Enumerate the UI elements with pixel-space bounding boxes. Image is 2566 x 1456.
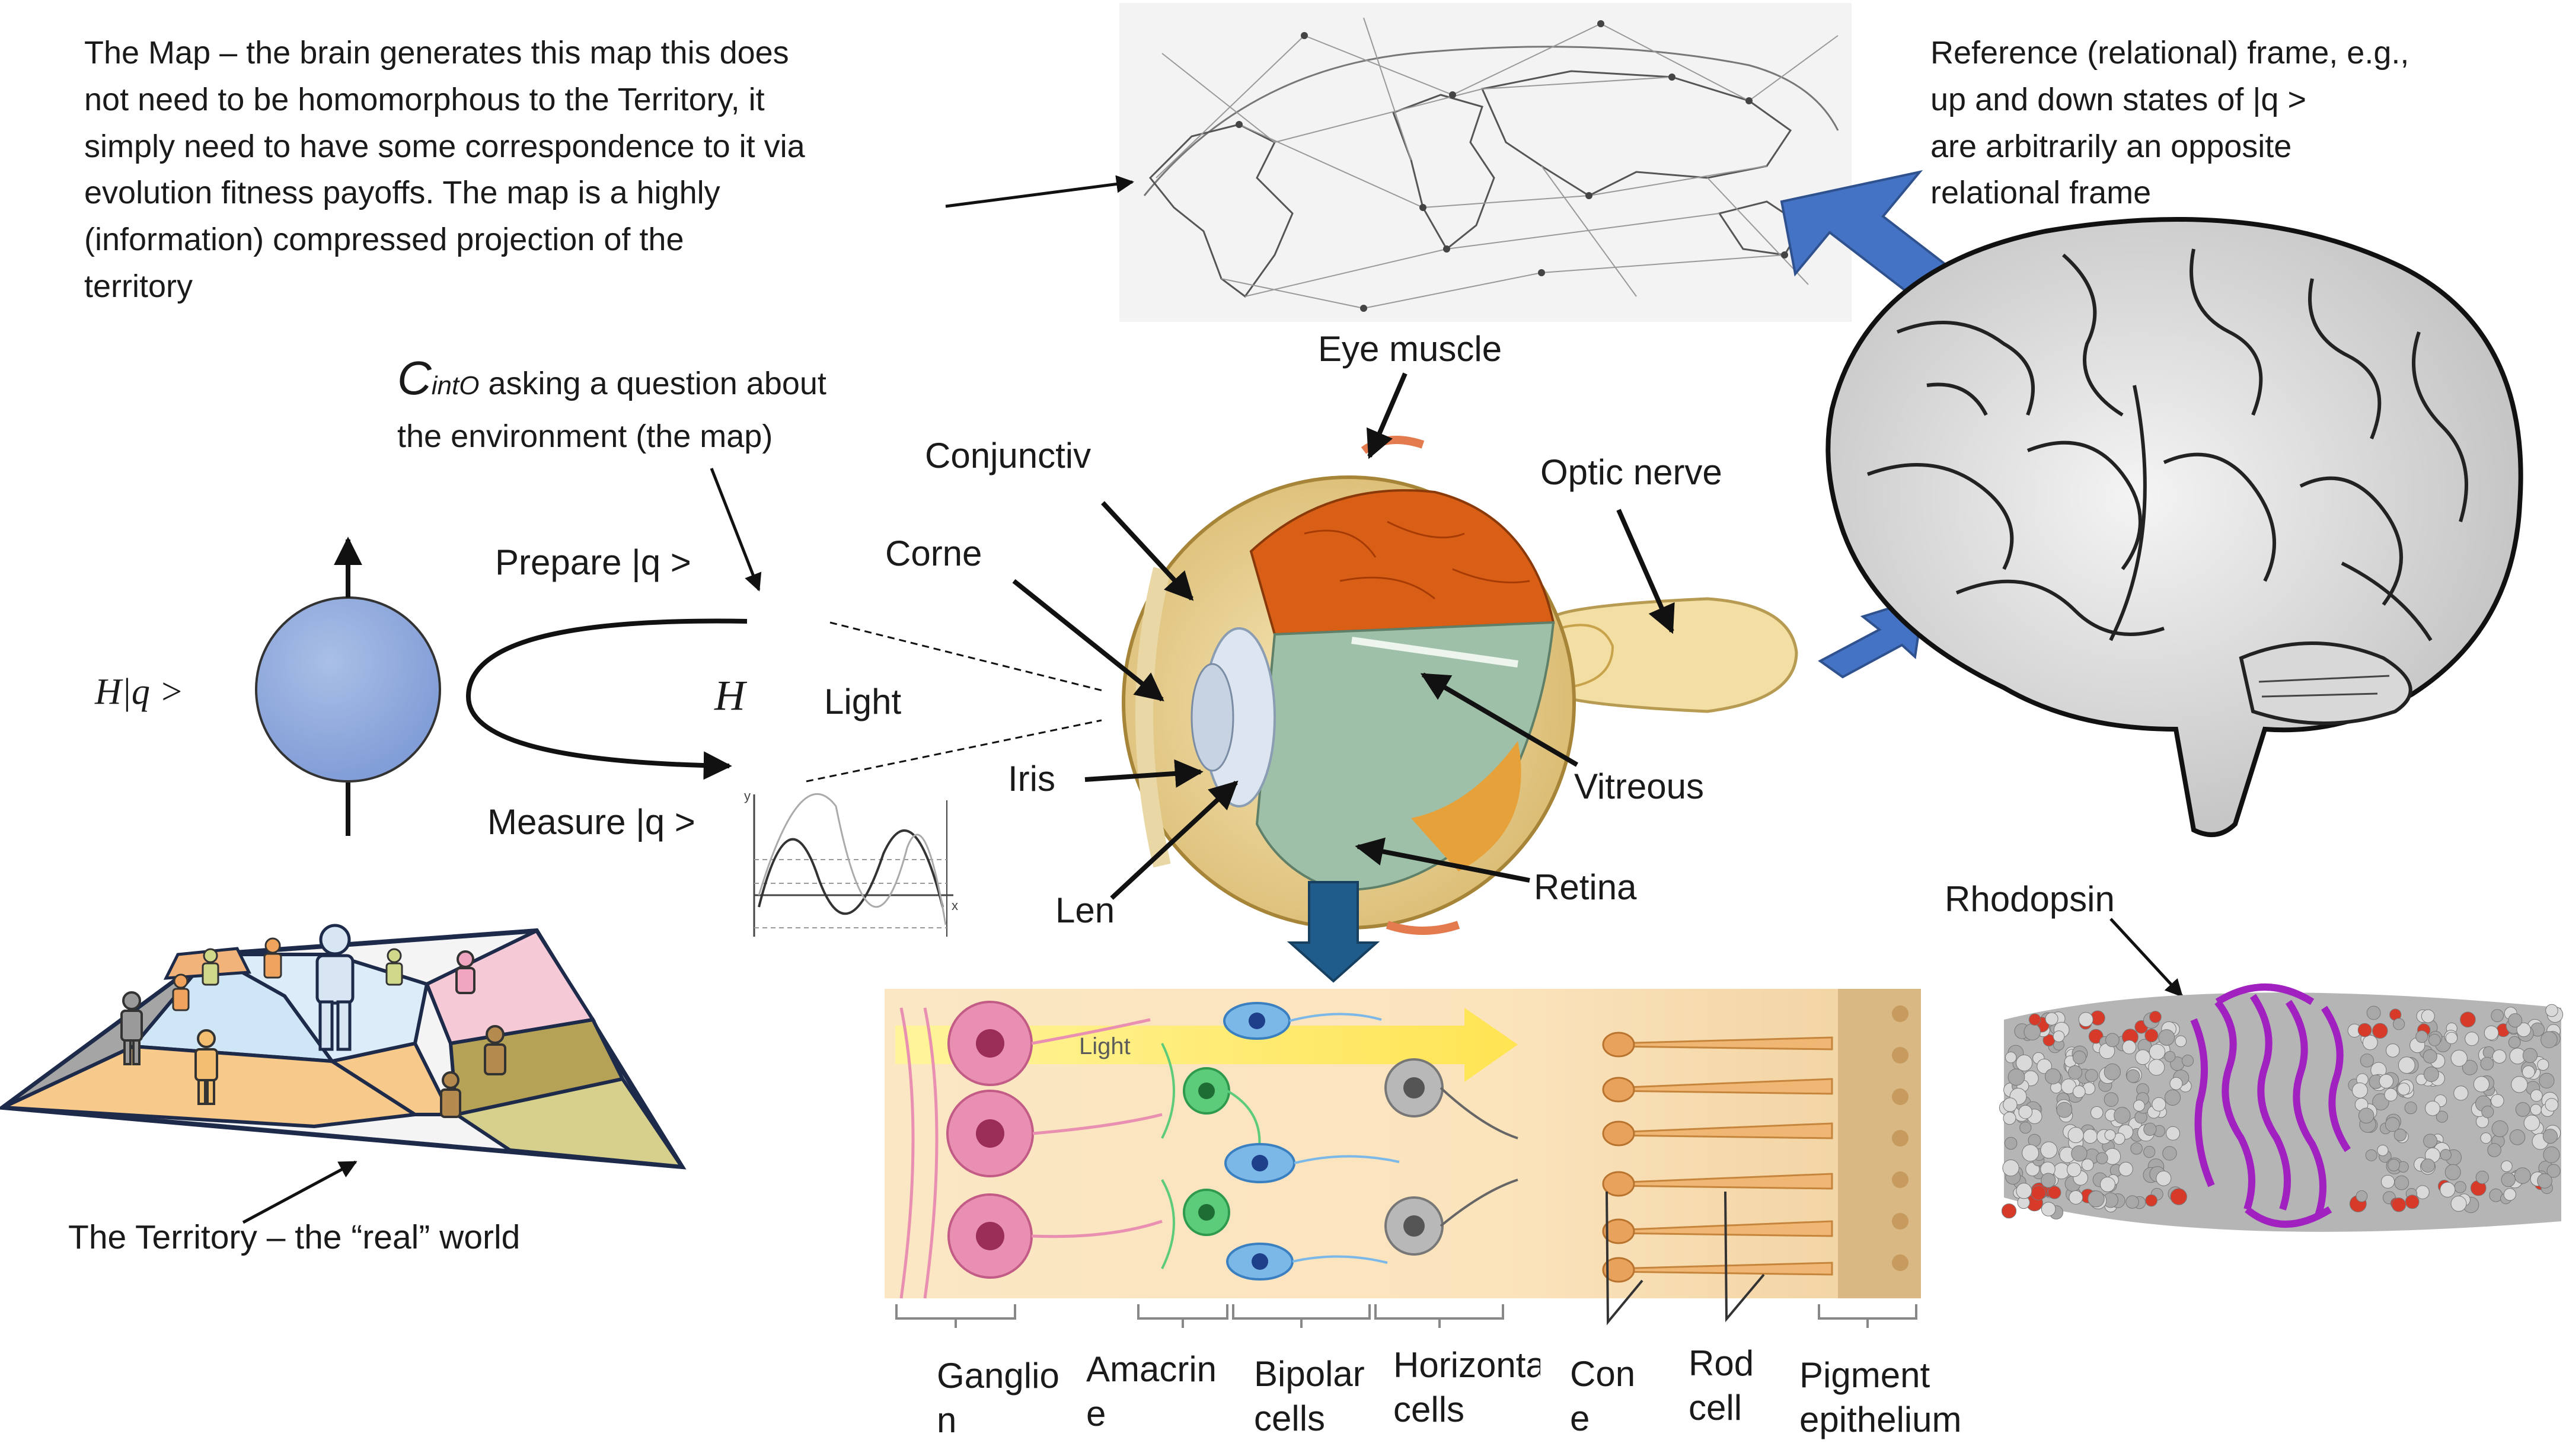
svg-text:y: y: [744, 788, 751, 803]
label-optic-nerve: Optic nerve: [1540, 452, 1722, 492]
eye-label-arrows: [1012, 372, 1675, 900]
map-text-line: evolution fitness payoffs. The map is a …: [84, 175, 720, 211]
rhodopsin-label: Rhodopsin: [1945, 879, 2115, 919]
cell-label-bipolar: Bipolar cells: [1254, 1354, 1365, 1438]
territory-caption: The Territory – the “real” world: [68, 1218, 521, 1256]
map-text-line: territory: [84, 269, 193, 305]
cell-label-cone: Con e: [1570, 1354, 1636, 1438]
measure-label: Measure |q >: [487, 802, 695, 842]
retina-light-label: Light: [1079, 1033, 1131, 1059]
prepare-measure-loop-arrow: [465, 618, 748, 780]
label-iris: Iris: [1008, 759, 1055, 799]
label-conjunctiv: Conjunctiv: [925, 436, 1091, 475]
label-corne: Corne: [885, 534, 982, 573]
cinto-line2: the environment (the map): [397, 418, 773, 454]
reference-text-line: up and down states of |q >: [1930, 81, 2306, 117]
cell-label-rod: Rod cell: [1689, 1343, 1754, 1428]
h-ket-label: H|q >: [95, 672, 184, 712]
map-text-line: simply need to have some correspondence …: [84, 128, 805, 164]
hamiltonian-symbol: H: [714, 672, 745, 719]
label-eye-muscle: Eye muscle: [1318, 329, 1502, 369]
world-map-network-image: [1119, 3, 1852, 322]
cinto-symbol: C: [397, 352, 432, 404]
territory-illustration: [0, 924, 687, 1170]
cell-label-horizontal: Horizonta cells: [1393, 1345, 1540, 1429]
svg-text:x: x: [952, 898, 958, 913]
prepare-label: Prepare |q >: [495, 542, 691, 582]
light-label: Light: [824, 682, 902, 721]
map-text-line: (information) compressed projection of t…: [84, 222, 684, 258]
eye-anatomy-illustration: [1122, 436, 1798, 935]
map-text-line: The Map – the brain generates this map t…: [84, 35, 789, 71]
cell-label-amacrine: Amacrin e: [1086, 1349, 1217, 1433]
map-description-text: The Map – the brain generates this map t…: [84, 30, 805, 310]
wave-function-sketch: y x: [744, 788, 958, 937]
cinto-question-text: CintO asking a question about the enviro…: [397, 344, 826, 460]
cell-label-pigment: Pigment epithelium: [1799, 1355, 1962, 1439]
rhodopsin-protein-membrane: [1999, 984, 2564, 1232]
reference-text-line: relational frame: [1930, 175, 2152, 211]
reference-text-line: are arbitrarily an opposite: [1930, 128, 2292, 164]
cinto-line1-rest: asking a question about: [479, 366, 826, 401]
reference-text-line: Reference (relational) frame, e.g.,: [1930, 35, 2409, 71]
retina-layers-illustration: [885, 989, 1921, 1328]
cell-label-ganglion: Ganglio n: [937, 1356, 1059, 1440]
label-retina: Retina: [1534, 867, 1637, 907]
cinto-subscript: intO: [431, 371, 480, 400]
brain-illustration: [1825, 217, 2523, 837]
people-figures-icon: [120, 924, 506, 1118]
label-vitreous: Vitreous: [1574, 767, 1705, 806]
reference-frame-text: Reference (relational) frame, e.g., up a…: [1930, 30, 2409, 216]
map-text-line: not need to be homomorphous to the Terri…: [84, 81, 765, 117]
qubit-sphere: [255, 537, 441, 836]
label-len: Len: [1055, 890, 1115, 930]
teal-down-arrow-icon: [1287, 881, 1380, 983]
